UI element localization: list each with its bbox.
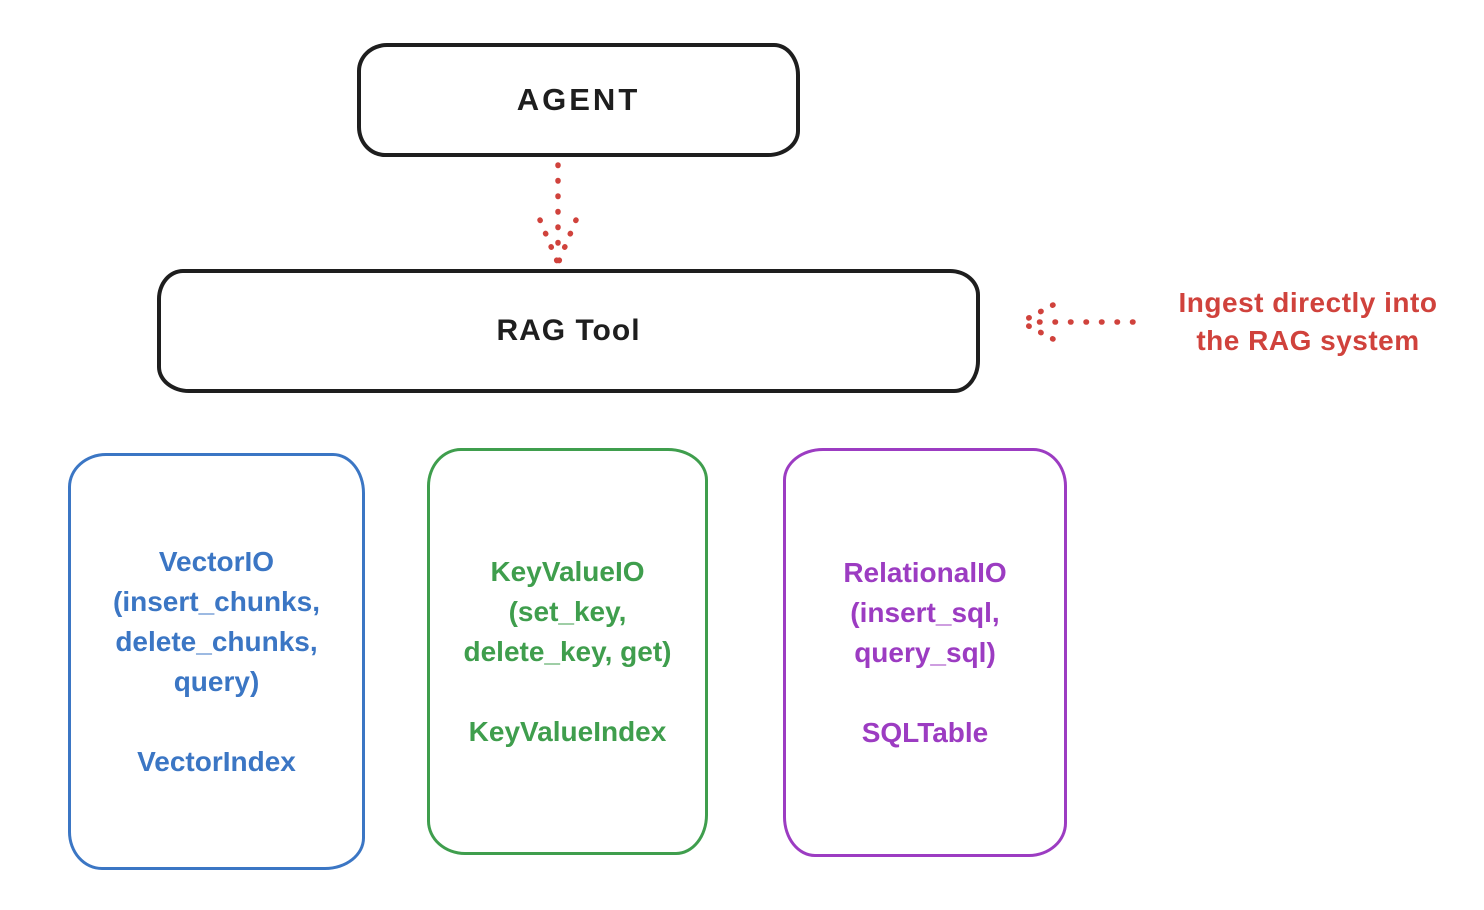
io-line: delete_chunks, (115, 625, 318, 657)
io-line: RelationalIO (843, 556, 1007, 588)
keyvalue-io-lines: KeyValueIO (set_key, delete_key, get) (463, 552, 671, 672)
ingest-annotation-line2: the RAG system (1196, 325, 1420, 356)
relational-io-lines: RelationalIO (insert_sql, query_sql) (843, 553, 1006, 673)
io-line: (insert_sql, (850, 596, 1000, 628)
io-line: query) (173, 665, 260, 697)
agent-node: AGENT (357, 43, 800, 157)
io-line: (insert_chunks, (113, 585, 320, 617)
io-line: KeyValueIO (490, 555, 645, 587)
vector-io-node: VectorIO (insert_chunks, delete_chunks, … (68, 453, 365, 870)
io-line: query_sql) (854, 636, 996, 668)
rag-tool-node: RAG Tool (157, 269, 980, 393)
relational-io-node: RelationalIO (insert_sql, query_sql) SQL… (783, 448, 1067, 857)
keyvalue-io-node: KeyValueIO (set_key, delete_key, get) Ke… (427, 448, 708, 855)
dotted-down-arrow-icon (537, 162, 579, 264)
io-line: (set_key, (508, 595, 627, 627)
ingest-annotation-line1: Ingest directly into (1178, 287, 1438, 318)
vector-io-lines: VectorIO (insert_chunks, delete_chunks, … (113, 542, 320, 702)
rag-tool-label: RAG Tool (496, 314, 641, 347)
dotted-left-arrow-icon (1020, 302, 1136, 342)
io-line: delete_key, get) (463, 635, 672, 667)
io-line: VectorIO (158, 545, 275, 577)
ingest-annotation: Ingest directly into the RAG system (1138, 284, 1478, 360)
vector-index-label: VectorIndex (137, 745, 296, 777)
agent-label: AGENT (516, 82, 641, 117)
sql-table-label: SQLTable (861, 716, 989, 748)
keyvalue-index-label: KeyValueIndex (468, 715, 667, 747)
